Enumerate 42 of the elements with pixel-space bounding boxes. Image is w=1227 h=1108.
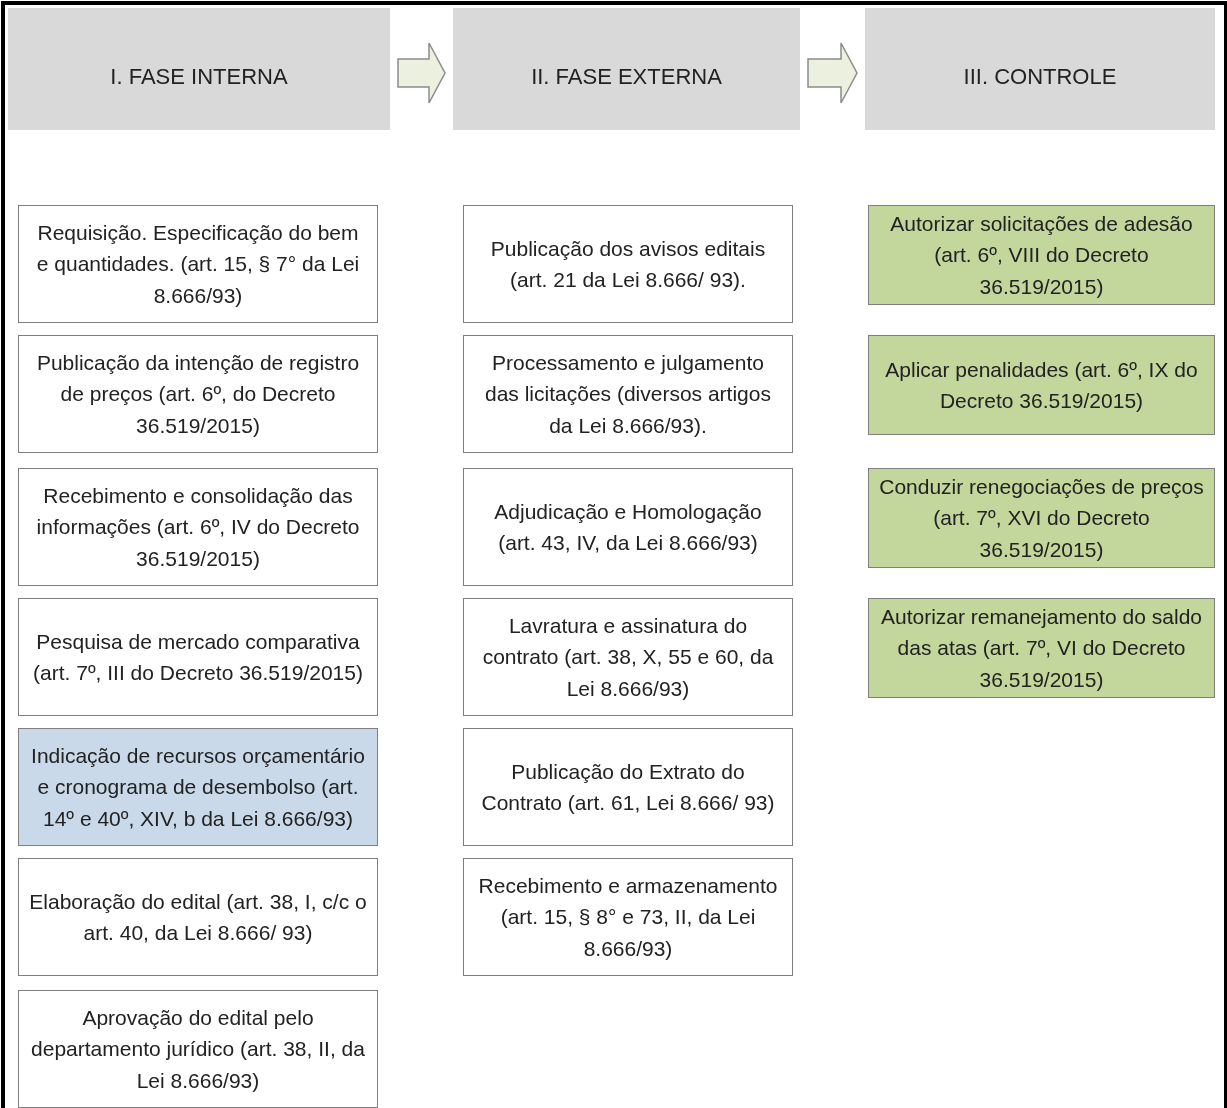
step-box — [463, 598, 793, 716]
phase-header — [865, 8, 1215, 130]
step-box — [18, 990, 378, 1108]
step-text: Publicação do Extrato do Contrato (art. 61, Lei 8.666/ 93) — [480, 758, 776, 816]
step-text: I. FASE INTERNA — [110, 62, 288, 91]
control-box — [868, 468, 1215, 568]
step-box — [18, 205, 378, 323]
step-text: Indicação de recursos orçamentário e cronograma de desembolso (art. 14º e 40º, XIV, b da Lei 8.666/93) — [30, 742, 366, 832]
step-text: Conduzir renegociações de preços (art. 7º, XVI do Decreto 36.519/2015) — [879, 473, 1204, 563]
step-box — [18, 335, 378, 453]
step-text: II. FASE EXTERNA — [531, 62, 722, 91]
step-text: Publicação dos avisos editais (art. 21 da Lei 8.666/ 93). — [489, 235, 767, 293]
step-text: Processamento e julgamento das licitações (diversos artigos da Lei 8.666/93). — [484, 349, 772, 439]
step-text: Pesquisa de mercado comparativa (art. 7º, III do Decreto 36.519/2015) — [32, 628, 364, 686]
step-box — [463, 468, 793, 586]
step-text: Requisição. Especificação do bem e quantidades. (art. 15, § 7° da Lei 8.666/93) — [35, 219, 361, 309]
phase-header — [8, 8, 390, 130]
block-arrow — [397, 42, 446, 104]
step-text: III. CONTROLE — [963, 62, 1117, 91]
control-box — [868, 205, 1215, 305]
step-text: Recebimento e armazenamento (art. 15, § 8° e 73, II, da Lei 8.666/93) — [477, 872, 779, 962]
step-text: Elaboração do edital (art. 38, I, c/c o art. 40, da Lei 8.666/ 93) — [29, 888, 367, 946]
step-box — [463, 335, 793, 453]
step-box — [18, 858, 378, 976]
block-arrow — [807, 42, 858, 104]
step-text: Aprovação do edital pelo departamento jurídico (art. 38, II, da Lei 8.666/93) — [30, 1004, 366, 1094]
step-box — [18, 728, 378, 846]
step-text: Adjudicação e Homologação (art. 43, IV, da Lei 8.666/93) — [493, 498, 763, 556]
phase-header — [453, 8, 800, 130]
step-text: Autorizar solicitações de adesão (art. 6º, VIII do Decreto 36.519/2015) — [889, 210, 1194, 300]
step-box — [463, 728, 793, 846]
control-box — [868, 335, 1215, 435]
step-box — [18, 468, 378, 586]
step-text: Lavratura e assinatura do contrato (art. 38, X, 55 e 60, da Lei 8.666/93) — [481, 612, 775, 702]
step-text: Aplicar penalidades (art. 6º, IX do Decreto 36.519/2015) — [884, 356, 1199, 414]
step-box — [18, 598, 378, 716]
step-box — [463, 858, 793, 976]
step-box — [463, 205, 793, 323]
control-box — [868, 598, 1215, 698]
step-text: Autorizar remanejamento do saldo das atas (art. 7º, VI do Decreto 36.519/2015) — [880, 603, 1203, 693]
step-text: Recebimento e consolidação das informações (art. 6º, IV do Decreto 36.519/2015) — [35, 482, 361, 572]
step-text: Publicação da intenção de registro de preços (art. 6º, do Decreto 36.519/2015) — [35, 349, 361, 439]
